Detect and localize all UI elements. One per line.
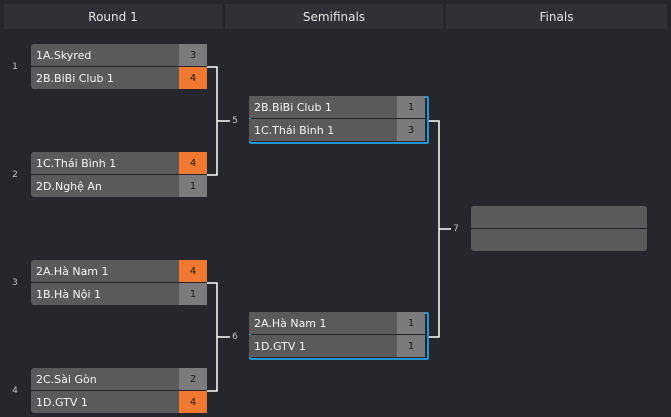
team-name: 2A.Hà Nam 1	[254, 316, 327, 330]
match-team-row[interactable]: 2A.Hà Nam 1 4	[31, 260, 207, 282]
team-name: 1D.GTV 1	[254, 339, 306, 353]
match-team-row[interactable]: 1D.GTV 1 1	[249, 335, 425, 357]
match-team-row[interactable]: 1A.Skyred 3	[31, 44, 207, 66]
team-name: 2C.Sài Gòn	[36, 372, 97, 386]
round-header-1: Round 1	[4, 4, 222, 29]
team-name: 1B.Hà Nội 1	[36, 287, 102, 301]
match-6[interactable]: 2A.Hà Nam 1 1 1D.GTV 1 1	[249, 312, 429, 360]
match-5[interactable]: 2B.BiBi Club 1 1 1C.Thái Bình 1 3	[249, 96, 429, 144]
team-name: 2A.Hà Nam 1	[36, 264, 109, 278]
team-name: 2B.BiBi Club 1	[36, 71, 114, 85]
team-score: 4	[179, 67, 207, 89]
team-score: 1	[397, 335, 425, 357]
team-name: 1A.Skyred	[36, 48, 92, 62]
match-2[interactable]: 1C.Thái Bình 1 4 2D.Nghệ An 1	[31, 152, 207, 198]
match-1[interactable]: 1A.Skyred 3 2B.BiBi Club 1 4	[31, 44, 207, 90]
match-team-row[interactable]: 2D.Nghệ An 1	[31, 175, 207, 197]
team-score: 1	[397, 312, 425, 334]
team-score: 1	[397, 96, 425, 118]
connector-1-2	[207, 66, 218, 176]
match-team-row[interactable]: 1C.Thái Bình 1 3	[249, 119, 425, 141]
team-score: 3	[397, 119, 425, 141]
match-team-row[interactable]: 2B.BiBi Club 1 4	[31, 67, 207, 89]
match-number-6: 6	[232, 332, 238, 342]
empty-team-slot[interactable]	[471, 206, 647, 228]
match-team-row[interactable]: 2C.Sài Gòn 2	[31, 368, 207, 390]
team-score: 4	[179, 391, 207, 413]
team-score: 3	[179, 44, 207, 66]
empty-team-slot[interactable]	[471, 229, 647, 251]
match-team-row[interactable]: 2A.Hà Nam 1 1	[249, 312, 425, 334]
team-score: 1	[179, 283, 207, 305]
match-number-5: 5	[232, 116, 238, 126]
match-team-row[interactable]: 1C.Thái Bình 1 4	[31, 152, 207, 174]
team-score: 1	[179, 175, 207, 197]
round-header-semifinals: Semifinals	[225, 4, 443, 29]
match-7-final[interactable]	[471, 206, 647, 252]
connector-3-4	[207, 282, 218, 392]
team-score: 4	[179, 152, 207, 174]
match-number-2: 2	[12, 170, 18, 180]
team-score: 2	[179, 368, 207, 390]
team-name: 1C.Thái Bình 1	[254, 123, 335, 137]
match-number-1: 1	[12, 62, 18, 72]
match-number-3: 3	[12, 278, 18, 288]
match-team-row[interactable]: 1B.Hà Nội 1 1	[31, 283, 207, 305]
match-number-4: 4	[12, 386, 18, 396]
round-header-finals: Finals	[446, 4, 667, 29]
connector-5-6	[429, 120, 440, 338]
team-score: 4	[179, 260, 207, 282]
match-team-row[interactable]: 2B.BiBi Club 1 1	[249, 96, 425, 118]
team-name: 1D.GTV 1	[36, 395, 88, 409]
match-4[interactable]: 2C.Sài Gòn 2 1D.GTV 1 4	[31, 368, 207, 414]
match-number-7: 7	[453, 224, 459, 234]
match-team-row[interactable]: 1D.GTV 1 4	[31, 391, 207, 413]
team-name: 2B.BiBi Club 1	[254, 100, 332, 114]
team-name: 2D.Nghệ An	[36, 179, 102, 193]
match-3[interactable]: 2A.Hà Nam 1 4 1B.Hà Nội 1 1	[31, 260, 207, 306]
team-name: 1C.Thái Bình 1	[36, 156, 117, 170]
